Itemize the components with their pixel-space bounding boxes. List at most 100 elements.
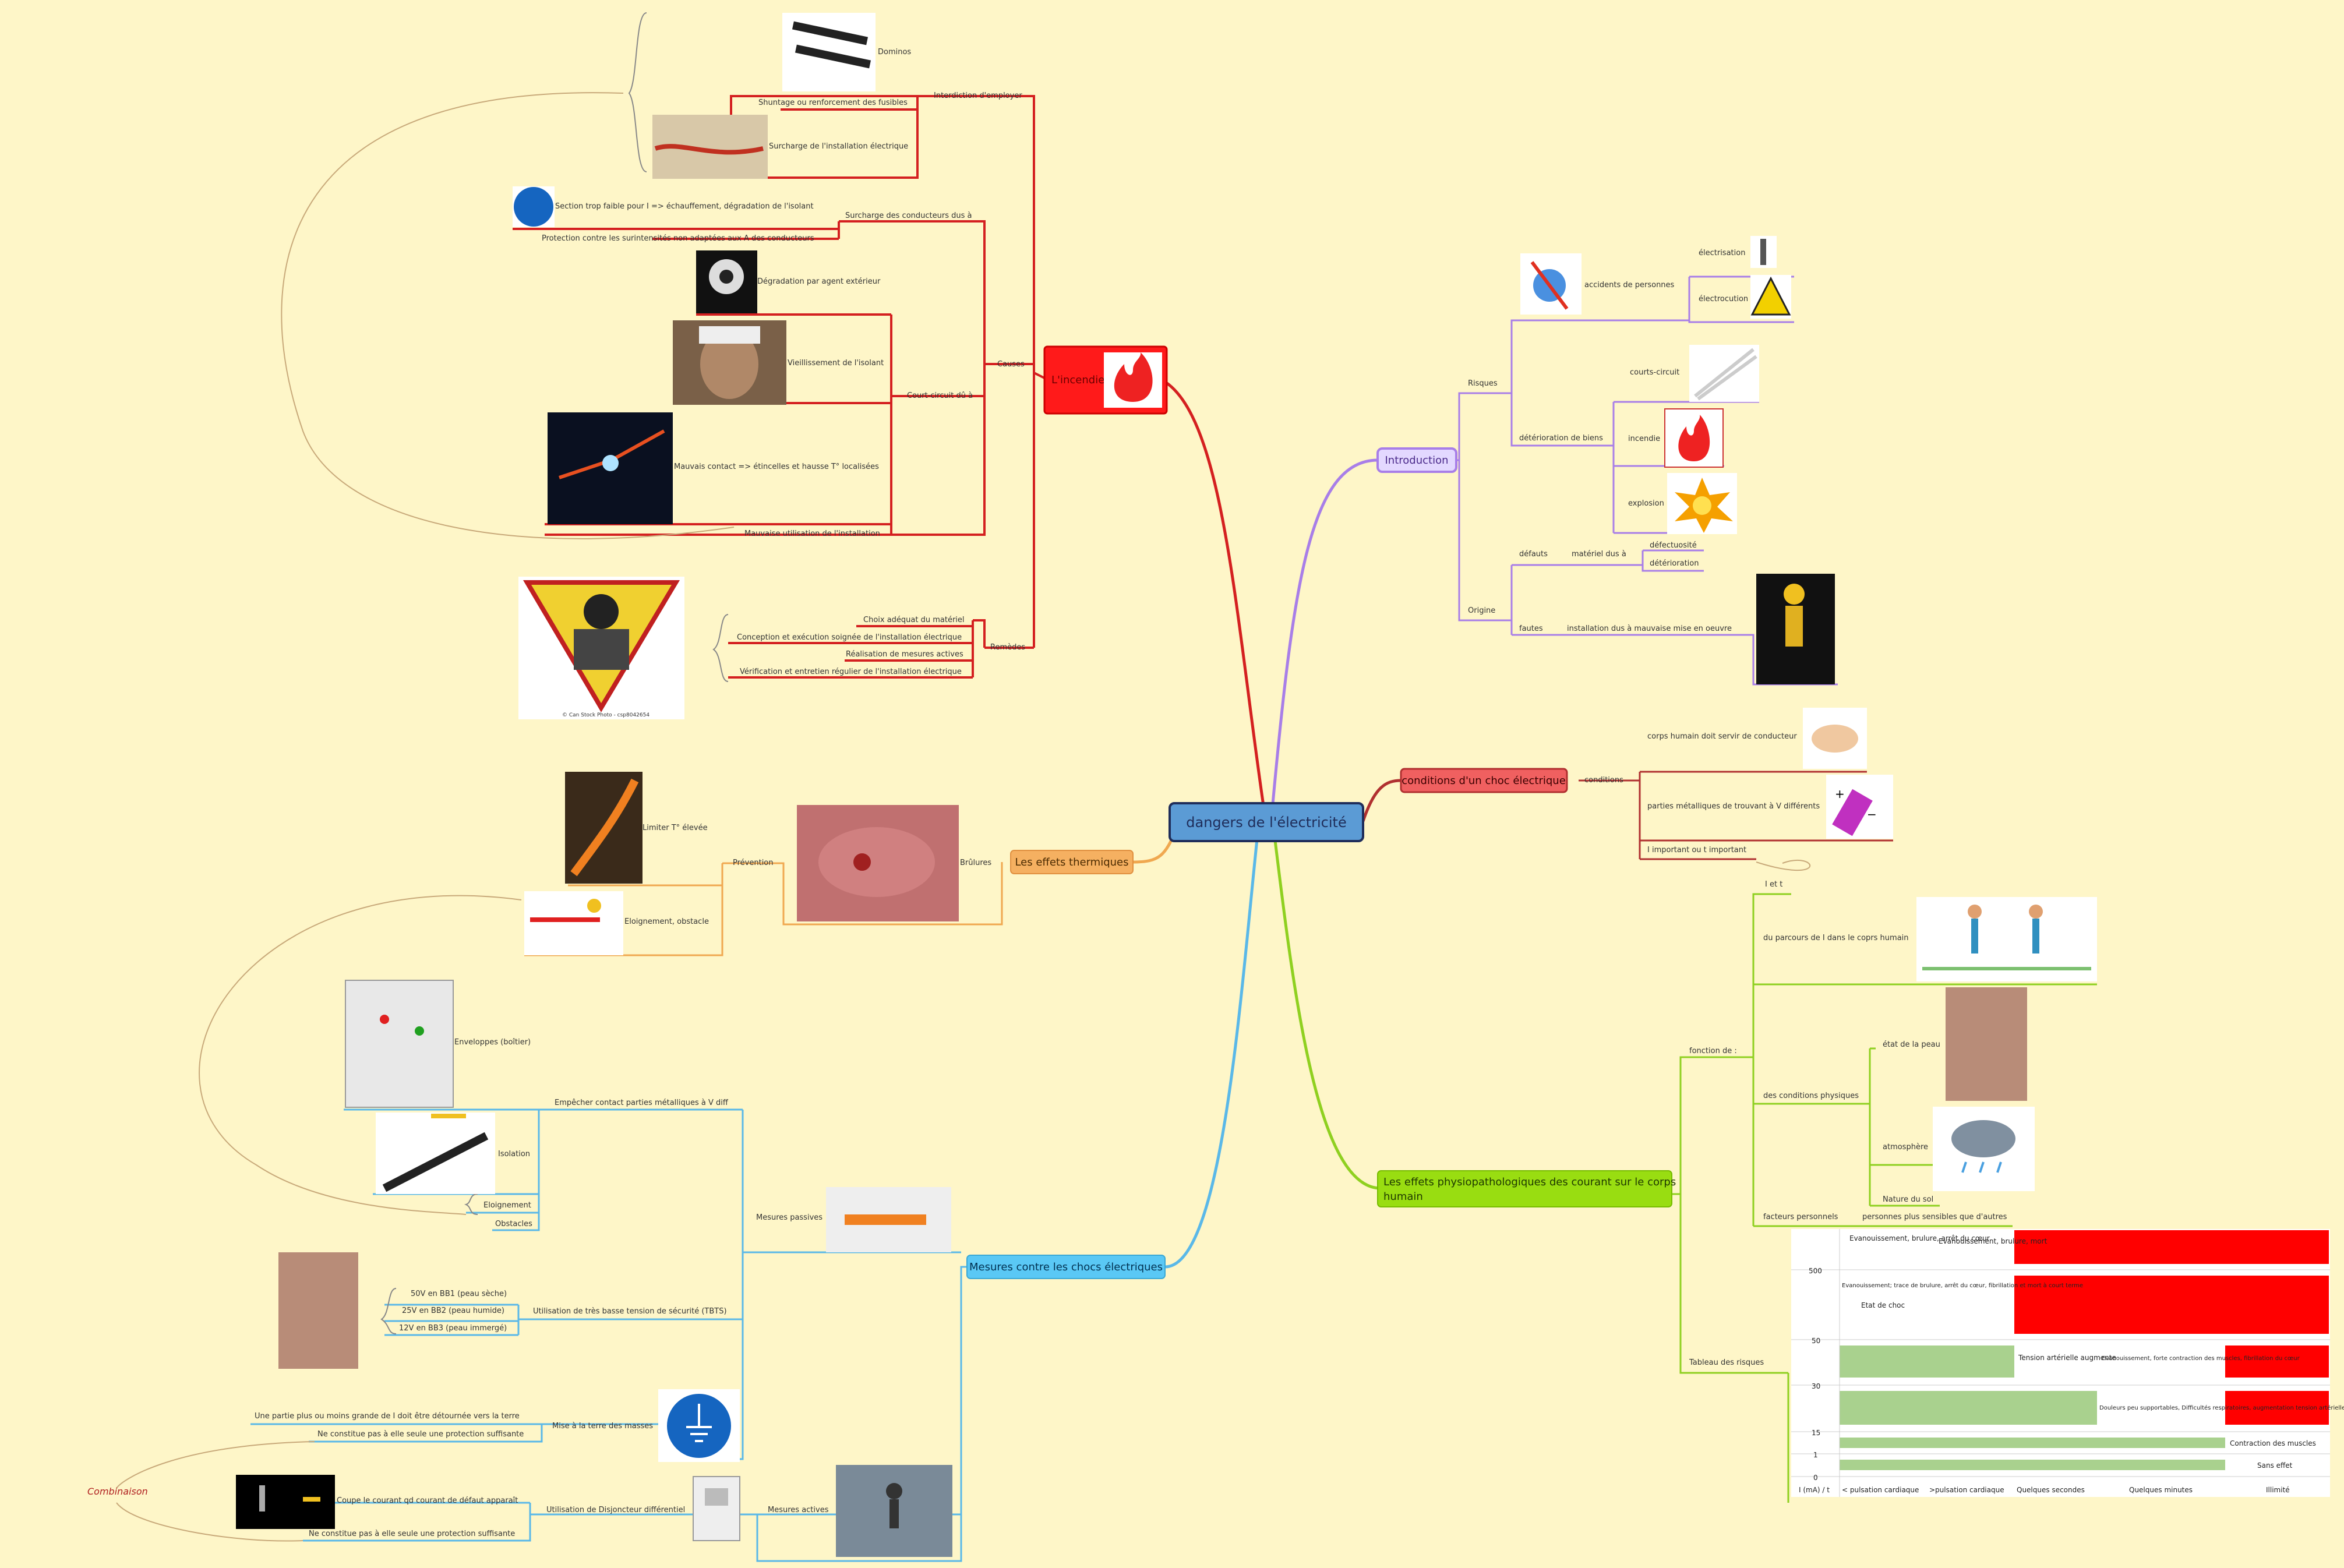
wire-image [652, 115, 768, 179]
table-header-ill: Illimité [2266, 1486, 2290, 1494]
label-origine: Origine [1468, 606, 1495, 615]
topic-thermiques-box[interactable] [1010, 850, 1134, 874]
topic-thermiques: Les effets thermiques [1015, 856, 1128, 868]
label-fautes: fautes [1519, 624, 1543, 633]
label-isolation: Isolation [498, 1150, 530, 1159]
table-r3b: Evanouissement, forte contraction des mu… [2102, 1355, 2300, 1362]
cabinet-image [345, 980, 454, 1108]
label-surcharge-install: Surcharge de l'installation électrique [769, 142, 908, 151]
table-r6: Sans effet [2257, 1461, 2293, 1470]
label-choix: Choix adéquat du matériel [863, 616, 965, 624]
label-parcours: du parcours de I dans le coprs humain [1763, 934, 1909, 942]
rain-cloud-icon [1933, 1107, 2035, 1191]
table-header-i: I (mA) / t [1799, 1486, 1830, 1494]
label-i-important: I important ou t important [1647, 846, 1746, 854]
label-tbts: Utilisation de très basse tension de séc… [533, 1307, 727, 1316]
label-conditions: conditions [1584, 776, 1623, 785]
electrocution-warning-icon [1750, 275, 1791, 319]
label-section: Section trop faible pour I => échauffeme… [555, 202, 814, 211]
cable-isolation-image [376, 1113, 495, 1194]
table-r1b: Evanouissement, brulure, mort [1939, 1237, 2048, 1245]
label-verification: Vérification et entretien régulier de l'… [740, 668, 962, 676]
topic-choc-box[interactable] [1400, 768, 1568, 793]
label-incendie: incendie [1628, 435, 1660, 443]
label-conception: Conception et exécution soignée de l'ins… [737, 633, 962, 642]
label-electrocution: électrocution [1699, 295, 1748, 303]
electrician-logo-image: © Can Stock Photo - csp8042654 [518, 577, 684, 719]
label-mise-terre: Mise à la terre des masses [552, 1422, 653, 1431]
label-parties: parties métalliques de trouvant à V diff… [1647, 802, 1820, 811]
topic-physio-line1: Les effets physiopathologiques des coura… [1383, 1176, 1676, 1188]
skin-image-2 [278, 1252, 358, 1369]
barrier-image [524, 891, 623, 955]
relation-curve-shuntage [281, 92, 735, 539]
skull-cloud-image [696, 250, 757, 313]
risk-table: 500 50 30 15 1 0 I (mA) / t < pulsation … [1791, 1229, 2344, 1497]
syringe-image [826, 1187, 951, 1252]
label-mauvais-contact: Mauvais contact => étincelles et hausse … [674, 462, 879, 471]
table-header-gt: >pulsation cardiaque [1929, 1486, 2004, 1494]
label-empecher: Empêcher contact parties métalliques à V… [555, 1099, 729, 1107]
label-realisation: Réalisation de mesures actives [846, 650, 963, 659]
topic-incendie: L'incendie [1051, 374, 1104, 386]
spark-image [548, 412, 673, 524]
burn-hand-image [797, 805, 959, 921]
label-deterioration: détérioration [1650, 559, 1699, 568]
relation-curve-combinaison [116, 1441, 315, 1542]
label-obstacles: Obstacles [495, 1220, 532, 1228]
label-disjoncteur: Utilisation de Disjoncteur différentiel [546, 1506, 685, 1514]
label-surcharge-cond: Surcharge des conducteurs dus à [845, 211, 972, 220]
body-path-image [1916, 897, 2097, 981]
table-r4: Douleurs peu supportables, Difficultés r… [2099, 1404, 2344, 1411]
skin-image-1 [1946, 987, 2027, 1101]
label-limiter: Limiter T° élevée [643, 824, 708, 832]
label-nature-sol: Nature du sol [1883, 1195, 1933, 1204]
topic-physio-box[interactable] [1377, 1170, 1672, 1207]
table-tick-30: 30 [1812, 1382, 1820, 1390]
label-courts-circuit: courts-circuit [1630, 368, 1679, 377]
label-explosion: explosion [1628, 499, 1664, 508]
label-sensibles: personnes plus sensibles que d'autres [1862, 1213, 2007, 1221]
label-passives: Mesures passives [756, 1213, 822, 1222]
label-i-et-t: I et t [1765, 880, 1782, 889]
label-brulures: Brûlures [960, 859, 991, 867]
fault-current-image [236, 1475, 335, 1529]
table-tick-15: 15 [1812, 1429, 1820, 1437]
accident-cartoon-image [1520, 253, 1582, 315]
label-fonction: fonction de : [1689, 1047, 1737, 1055]
relation-curve-eloignement [199, 895, 522, 1215]
table-r2b: Evanouissement; trace de brulure, arrêt … [1842, 1282, 2083, 1289]
label-partie: Une partie plus ou moins grande de I doi… [255, 1412, 520, 1421]
label-vieillissement: Vieillissement de l'isolant [788, 359, 884, 368]
table-tick-500: 500 [1809, 1267, 1822, 1275]
label-degradation: Dégradation par agent extérieur [757, 277, 881, 286]
label-v12: 12V en BB3 (peau immergé) [399, 1324, 507, 1333]
table-r5: Contraction des muscles [2230, 1439, 2316, 1447]
label-causes: Causes [997, 360, 1025, 369]
central-topic-box[interactable] [1169, 802, 1364, 842]
table-header-sec: Quelques secondes [2017, 1486, 2085, 1494]
label-etat-peau: état de la peau [1883, 1040, 1940, 1049]
topic-introduction-box[interactable] [1376, 447, 1457, 473]
label-combinaison: Combinaison [87, 1486, 148, 1497]
label-corps: corps humain doit servir de conducteur [1647, 732, 1797, 741]
label-ne-constitue1: Ne constitue pas à elle seule une protec… [317, 1430, 524, 1439]
label-ne-constitue2: Ne constitue pas à elle seule une protec… [309, 1530, 515, 1538]
label-mauvaise-util: Mauvaise utilisation de l'installation [744, 529, 880, 538]
table-header-lt: < pulsation cardiaque [1842, 1486, 1919, 1494]
label-risques: Risques [1468, 379, 1498, 388]
dominos-image [782, 13, 876, 91]
label-dominos: Dominos [878, 48, 911, 56]
topic-mesures-box[interactable] [966, 1255, 1166, 1279]
label-tableau: Tableau des risques [1689, 1358, 1764, 1367]
cables-image [1689, 345, 1759, 402]
table-r1a: Evanouissement, brulure, arrêt du cœur [1849, 1234, 1990, 1242]
label-interdiction: Interdiction d'employer [934, 91, 1022, 100]
blue-circle-image [513, 186, 555, 227]
table-r2a: Etat de choc [1861, 1301, 1905, 1309]
label-v25: 25V en BB2 (peau humide) [402, 1306, 504, 1315]
person-cartoon-image [1803, 708, 1867, 769]
topic-mesures: Mesures contre les chocs électriques [969, 1261, 1163, 1273]
fire-small-icon [1664, 408, 1724, 468]
label-coupe: Coupe le courant qd courant de défaut ap… [337, 1496, 518, 1505]
